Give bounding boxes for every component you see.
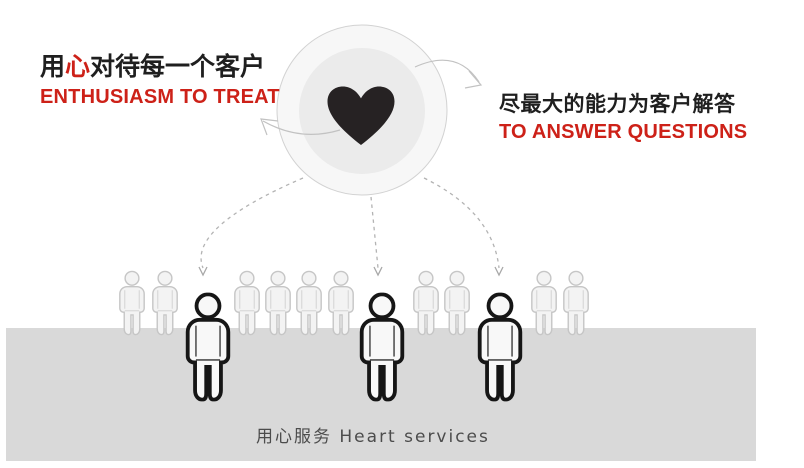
left-heading: 用心对待每一个客户 ENTHUSIASM TO TREAT <box>40 52 300 109</box>
dashed-flow-arrows <box>200 177 500 269</box>
right-heading-title: 尽最大的能力为客户解答 <box>499 93 736 116</box>
heart-circle <box>276 24 448 196</box>
dashed-arrow-left <box>200 177 304 269</box>
person-figure-small <box>294 270 324 336</box>
person-figure-small <box>529 270 559 336</box>
person-figure-small <box>442 270 472 336</box>
exchange-arrows <box>260 59 483 136</box>
footer-caption: 用心服务 Heart services <box>256 427 490 447</box>
person-figure-small <box>326 270 356 336</box>
curve-arrow-right <box>414 59 480 83</box>
left-heading-post: 对待每一个客户 <box>90 53 266 81</box>
person-figure-big <box>183 292 233 402</box>
person-figure-small <box>117 270 147 336</box>
dashed-arrowheads <box>198 266 504 277</box>
left-heading-pre: 用 <box>40 53 66 81</box>
right-heading-subtitle: TO ANSWER QUESTIONS <box>499 121 748 143</box>
curve-arrow-left-head <box>260 118 279 136</box>
curve-arrow-left <box>262 120 341 135</box>
left-heading-title: 用心对待每一个客户 <box>40 52 300 82</box>
curve-arrow-right-head <box>464 70 483 89</box>
right-heading: 尽最大的能力为客户解答 TO ANSWER QUESTIONS <box>499 92 799 144</box>
person-figure-small <box>263 270 293 336</box>
heart-icon <box>327 86 395 145</box>
left-heading-subtitle: ENTHUSIASM TO TREAT <box>40 86 280 108</box>
person-figure-small <box>411 270 441 336</box>
person-figure-big <box>475 292 525 402</box>
person-figure-small <box>232 270 262 336</box>
person-figure-small <box>561 270 591 336</box>
left-heading-accent: 心 <box>65 53 91 81</box>
person-figure-small <box>150 270 180 336</box>
dashed-arrow-right <box>423 177 500 269</box>
person-figure-big <box>357 292 407 402</box>
